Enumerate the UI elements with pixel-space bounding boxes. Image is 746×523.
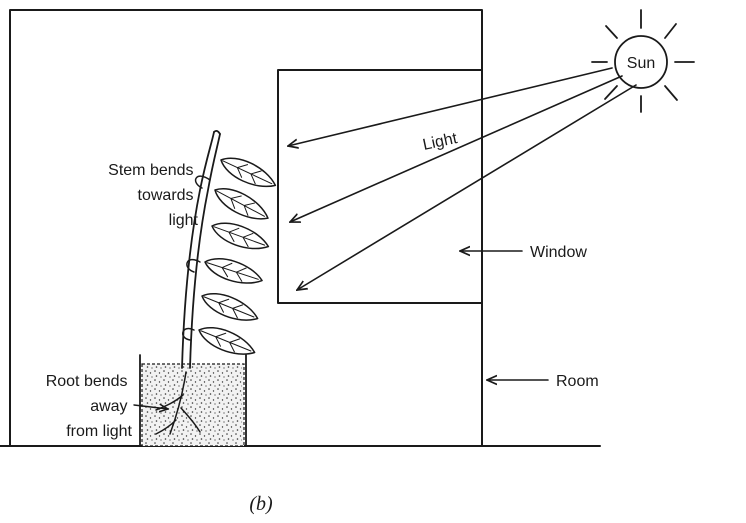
- light-rays: [288, 67, 637, 290]
- root-label: Root bends away from light: [46, 373, 133, 440]
- plant-pot: [139, 354, 247, 447]
- root-pointer-arrow: [133, 405, 168, 409]
- light-ray-1: [288, 67, 613, 146]
- light-ray-3: [297, 84, 637, 290]
- stem-label: Stem bends towards light: [108, 162, 198, 229]
- plant-stem: [181, 129, 221, 369]
- sun-icon: [591, 9, 695, 113]
- plant-leaves: [182, 157, 277, 355]
- window-label: Window: [530, 244, 587, 261]
- figure-caption: (b): [249, 493, 273, 515]
- window-pane: [277, 69, 483, 304]
- plant-roots: [155, 371, 201, 435]
- light-label: Light: [421, 130, 459, 154]
- sun-label: Sun: [627, 55, 655, 72]
- light-ray-2: [290, 75, 623, 222]
- room-label: Room: [556, 373, 599, 390]
